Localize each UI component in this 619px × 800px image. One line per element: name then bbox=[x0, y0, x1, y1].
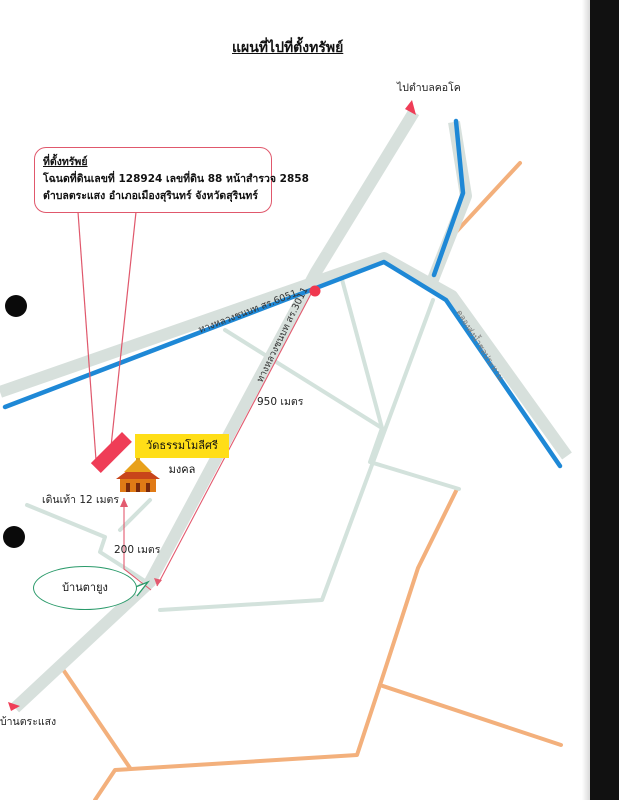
scan-edge bbox=[590, 0, 619, 800]
route-main bbox=[156, 291, 313, 587]
label-to-trasaeng: บ้านตระแสง bbox=[0, 716, 57, 728]
property-location-line: ตำบลตระแสง อำเภอเมืองสุรินทร์ จังหวัดสุร… bbox=[43, 190, 258, 202]
callout-pointer-left bbox=[77, 211, 97, 461]
road-3011 bbox=[10, 108, 420, 713]
orange-path-ne bbox=[454, 161, 522, 234]
village-label: บ้านตายูง bbox=[62, 581, 108, 594]
orange-path-west bbox=[60, 666, 132, 770]
callout-pointer bbox=[77, 211, 137, 461]
label-walk-12: เดินเท้า 12 เมตร bbox=[42, 494, 119, 506]
temple-label: วัดธรรมโมลีศรีมงคล bbox=[135, 434, 229, 476]
property-callout: ที่ตั้งทรัพย์ โฉนดที่ดินเลขที่ 128924 เล… bbox=[34, 147, 309, 213]
canal-main bbox=[2, 259, 563, 469]
minor-road-d bbox=[25, 503, 153, 587]
route-arrowhead-2 bbox=[120, 498, 128, 507]
label-distance-200: 200 เมตร bbox=[114, 544, 161, 556]
minor-roads bbox=[25, 270, 461, 612]
orange-path-east bbox=[378, 487, 563, 747]
route-arrowhead bbox=[154, 578, 162, 586]
minor-road-a bbox=[223, 328, 384, 430]
minor-road-e bbox=[118, 498, 152, 532]
property-marker-icon bbox=[90, 432, 132, 474]
village-pointer bbox=[132, 580, 151, 597]
punch-hole bbox=[3, 526, 25, 548]
minor-road-b bbox=[338, 270, 461, 491]
temple-icon bbox=[116, 450, 160, 492]
junction-marker-icon bbox=[309, 285, 321, 297]
callout-pointer-right bbox=[109, 211, 137, 457]
canal bbox=[2, 118, 563, 469]
road-6051 bbox=[0, 252, 572, 460]
property-heading: ที่ตั้งทรัพย์ bbox=[43, 156, 88, 168]
route-line bbox=[123, 291, 313, 591]
map-title: แผนที่ไปที่ตั้งทรัพย์ bbox=[232, 40, 344, 56]
punch-hole bbox=[5, 295, 27, 317]
scan-shadow bbox=[582, 0, 590, 800]
label-to-kho-kho: ไปตำบลคอโค bbox=[397, 82, 461, 94]
village-bubble: บ้านตายูง bbox=[33, 566, 137, 610]
minor-road-c bbox=[158, 298, 435, 612]
property-deed-line: โฉนดที่ดินเลขที่ 128924 เลขที่ดิน 88 หน้… bbox=[43, 173, 309, 185]
route-branch bbox=[123, 498, 152, 591]
arrow-down-icon bbox=[8, 702, 20, 711]
arrow-up-icon bbox=[405, 100, 416, 115]
orange-path-south bbox=[93, 683, 382, 800]
label-distance-950: 950 เมตร bbox=[257, 396, 304, 408]
orange-paths bbox=[60, 161, 563, 800]
canal-north bbox=[431, 118, 466, 278]
